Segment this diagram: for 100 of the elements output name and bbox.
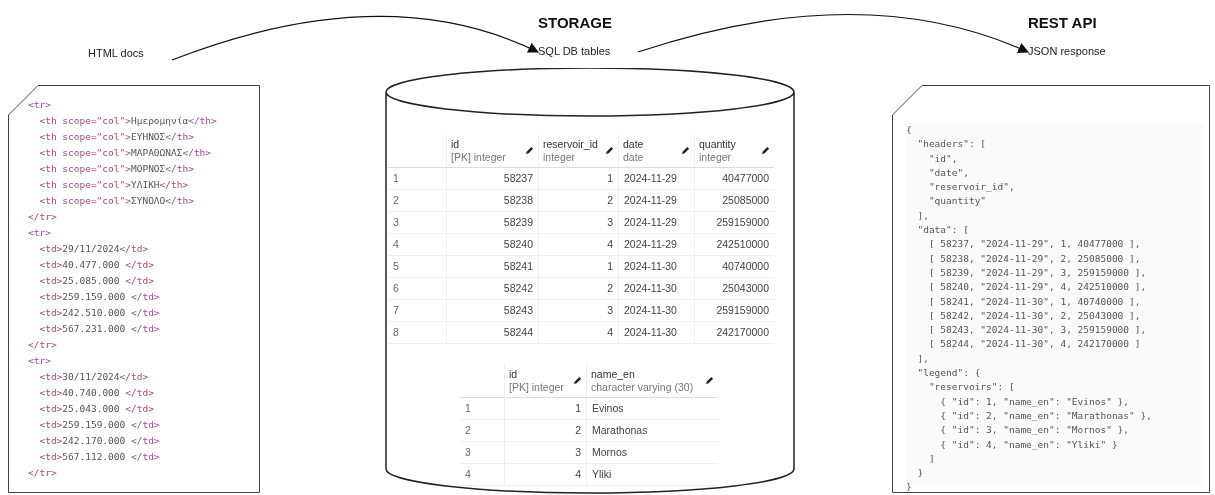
column-name: date <box>623 137 644 151</box>
code-line: <tr> <box>28 354 51 368</box>
code-line: <td>567.112.000 </td> <box>38 450 160 464</box>
table-cell-text: Evinos <box>592 400 624 416</box>
table-cell-text: 40477000 <box>722 170 769 186</box>
table-cell-text: 25043000 <box>722 280 769 296</box>
table-cell-text: 259159000 <box>716 302 769 318</box>
row-number: 4 <box>465 466 471 482</box>
code-line: <td>567.231.000 </td> <box>38 322 160 336</box>
code-line: <th scope="col">Ημερομηνία</th> <box>38 114 217 128</box>
table-cell-text: 2024-11-30 <box>624 258 677 274</box>
code-line: [ 58240, "2024-11-29", 4, 242510000 ], <box>927 280 1147 295</box>
code-line: "reservoirs": [ <box>927 380 1015 395</box>
code-line: { "id": 2, "name_en": "Marathonas" }, <box>939 408 1152 423</box>
row-number: 1 <box>393 170 399 186</box>
code-line: ], <box>916 208 929 223</box>
column-name: name_en <box>591 367 635 381</box>
code-line: [ 58243, "2024-11-30", 3, 259159000 ], <box>927 323 1147 338</box>
column-type: [PK] integer <box>509 380 564 394</box>
code-line: [ 58242, "2024-11-30", 2, 25043000 ], <box>927 308 1141 323</box>
table-cell-text: 40740000 <box>722 258 769 274</box>
section-title: STORAGE <box>538 14 612 32</box>
section-title: REST API <box>1028 14 1097 32</box>
code-line: [ 58244, "2024-11-30", 4, 242170000 ] <box>927 337 1141 352</box>
table-cell-text: 58242 <box>503 280 533 296</box>
code-line: </tr> <box>28 210 57 224</box>
table-cell-text: Mornos <box>592 444 627 460</box>
code-line: [ 58239, "2024-11-29", 3, 259159000 ], <box>927 265 1147 280</box>
document-panel <box>892 85 1210 493</box>
code-line: } <box>916 466 924 481</box>
row-number: 2 <box>465 422 471 438</box>
code-line: "reservoir_id", <box>927 180 1015 195</box>
table-cell-text: Yliki <box>592 466 612 482</box>
table-cell-text: 2 <box>607 192 613 208</box>
code-line: "legend": { <box>916 366 981 381</box>
code-line: } <box>906 480 912 495</box>
code-line: <td>40.740.000 </td> <box>38 386 154 400</box>
table-cell-text: 58239 <box>503 214 533 230</box>
column-name: id <box>451 137 460 151</box>
row-number: 4 <box>393 236 399 252</box>
table-cell-text: 25085000 <box>722 192 769 208</box>
row-number: 5 <box>393 258 399 274</box>
code-line: <tr> <box>28 226 51 240</box>
code-line: </tr> <box>28 466 57 480</box>
code-line: <td>242.510.000 </td> <box>38 306 160 320</box>
section-subtitle: HTML docs <box>88 46 144 60</box>
code-line: <th scope="col">ΜΟΡΝΟΣ</th> <box>38 162 194 176</box>
table-cell-text: 242170000 <box>716 324 769 340</box>
table-cell-text: 58237 <box>503 170 533 186</box>
code-line: <td>30/11/2024</td> <box>38 370 149 384</box>
column-name: id <box>509 367 518 381</box>
curved-arrow <box>171 15 539 61</box>
table-cell-text: 3 <box>607 214 613 230</box>
code-line: <th scope="col">ΕΥΗΝΟΣ</th> <box>38 130 194 144</box>
row-number: 1 <box>465 400 471 416</box>
table-cell-text: 4 <box>575 466 581 482</box>
code-line: ], <box>916 351 929 366</box>
code-line: <th scope="col">ΜΑΡΑΘΩΝΑΣ</th> <box>38 146 212 160</box>
code-line: ] <box>927 451 935 466</box>
code-line: [ 58238, "2024-11-29", 2, 25085000 ], <box>927 251 1141 266</box>
table-cell-text: 4 <box>607 236 613 252</box>
row-number: 3 <box>393 214 399 230</box>
table-cell-text: 2024-11-30 <box>624 280 677 296</box>
code-line: "data": [ <box>916 223 969 238</box>
row-number: 8 <box>393 324 399 340</box>
code-line: [ 58241, "2024-11-30", 1, 40740000 ], <box>927 294 1141 309</box>
code-line: { <box>906 123 912 137</box>
code-line: <td>25.085.000 </td> <box>38 274 154 288</box>
table-cell-text: 58243 <box>503 302 533 318</box>
code-line: <th scope="col">ΥΛΙΚΗ</th> <box>38 178 189 192</box>
row-number: 7 <box>393 302 399 318</box>
code-line: { "id": 4, "name_en": "Yliki" } <box>939 437 1118 452</box>
table-cell-text: 2 <box>607 280 613 296</box>
table-cell-text: Marathonas <box>592 422 648 438</box>
code-line: <tr> <box>28 98 51 112</box>
column-type: integer <box>543 150 576 164</box>
code-line: <th scope="col">ΣΥΝΟΛΟ</th> <box>38 194 194 208</box>
table-cell-text: 1 <box>607 170 613 186</box>
table-cell-text: 2 <box>575 422 581 438</box>
code-line: <td>259.159.000 </td> <box>38 418 160 432</box>
table-cell-text: 2024-11-29 <box>624 192 677 208</box>
table-cell-text: 1 <box>607 258 613 274</box>
code-line: <td>25.043.000 </td> <box>38 402 154 416</box>
row-number: 2 <box>393 192 399 208</box>
code-line: "quantity" <box>927 194 987 209</box>
table-cell-text: 2024-11-30 <box>624 302 677 318</box>
code-line: <td>40.477.000 </td> <box>38 258 154 272</box>
table-cell-text: 242510000 <box>716 236 769 252</box>
section-subtitle: SQL DB tables <box>538 44 611 58</box>
code-line: [ 58237, "2024-11-29", 1, 40477000 ], <box>927 237 1141 252</box>
code-line: "date", <box>927 165 969 180</box>
column-type: integer <box>699 150 732 164</box>
column-type: character varying (30) <box>591 380 694 394</box>
table-cell-text: 1 <box>575 400 581 416</box>
document-panel <box>8 85 260 493</box>
section-subtitle: JSON response <box>1028 44 1106 58</box>
column-type: [PK] integer <box>451 150 506 164</box>
table-cell-text: 58238 <box>503 192 533 208</box>
table-cell-text: 2024-11-30 <box>624 324 677 340</box>
code-line: "id", <box>927 151 958 166</box>
